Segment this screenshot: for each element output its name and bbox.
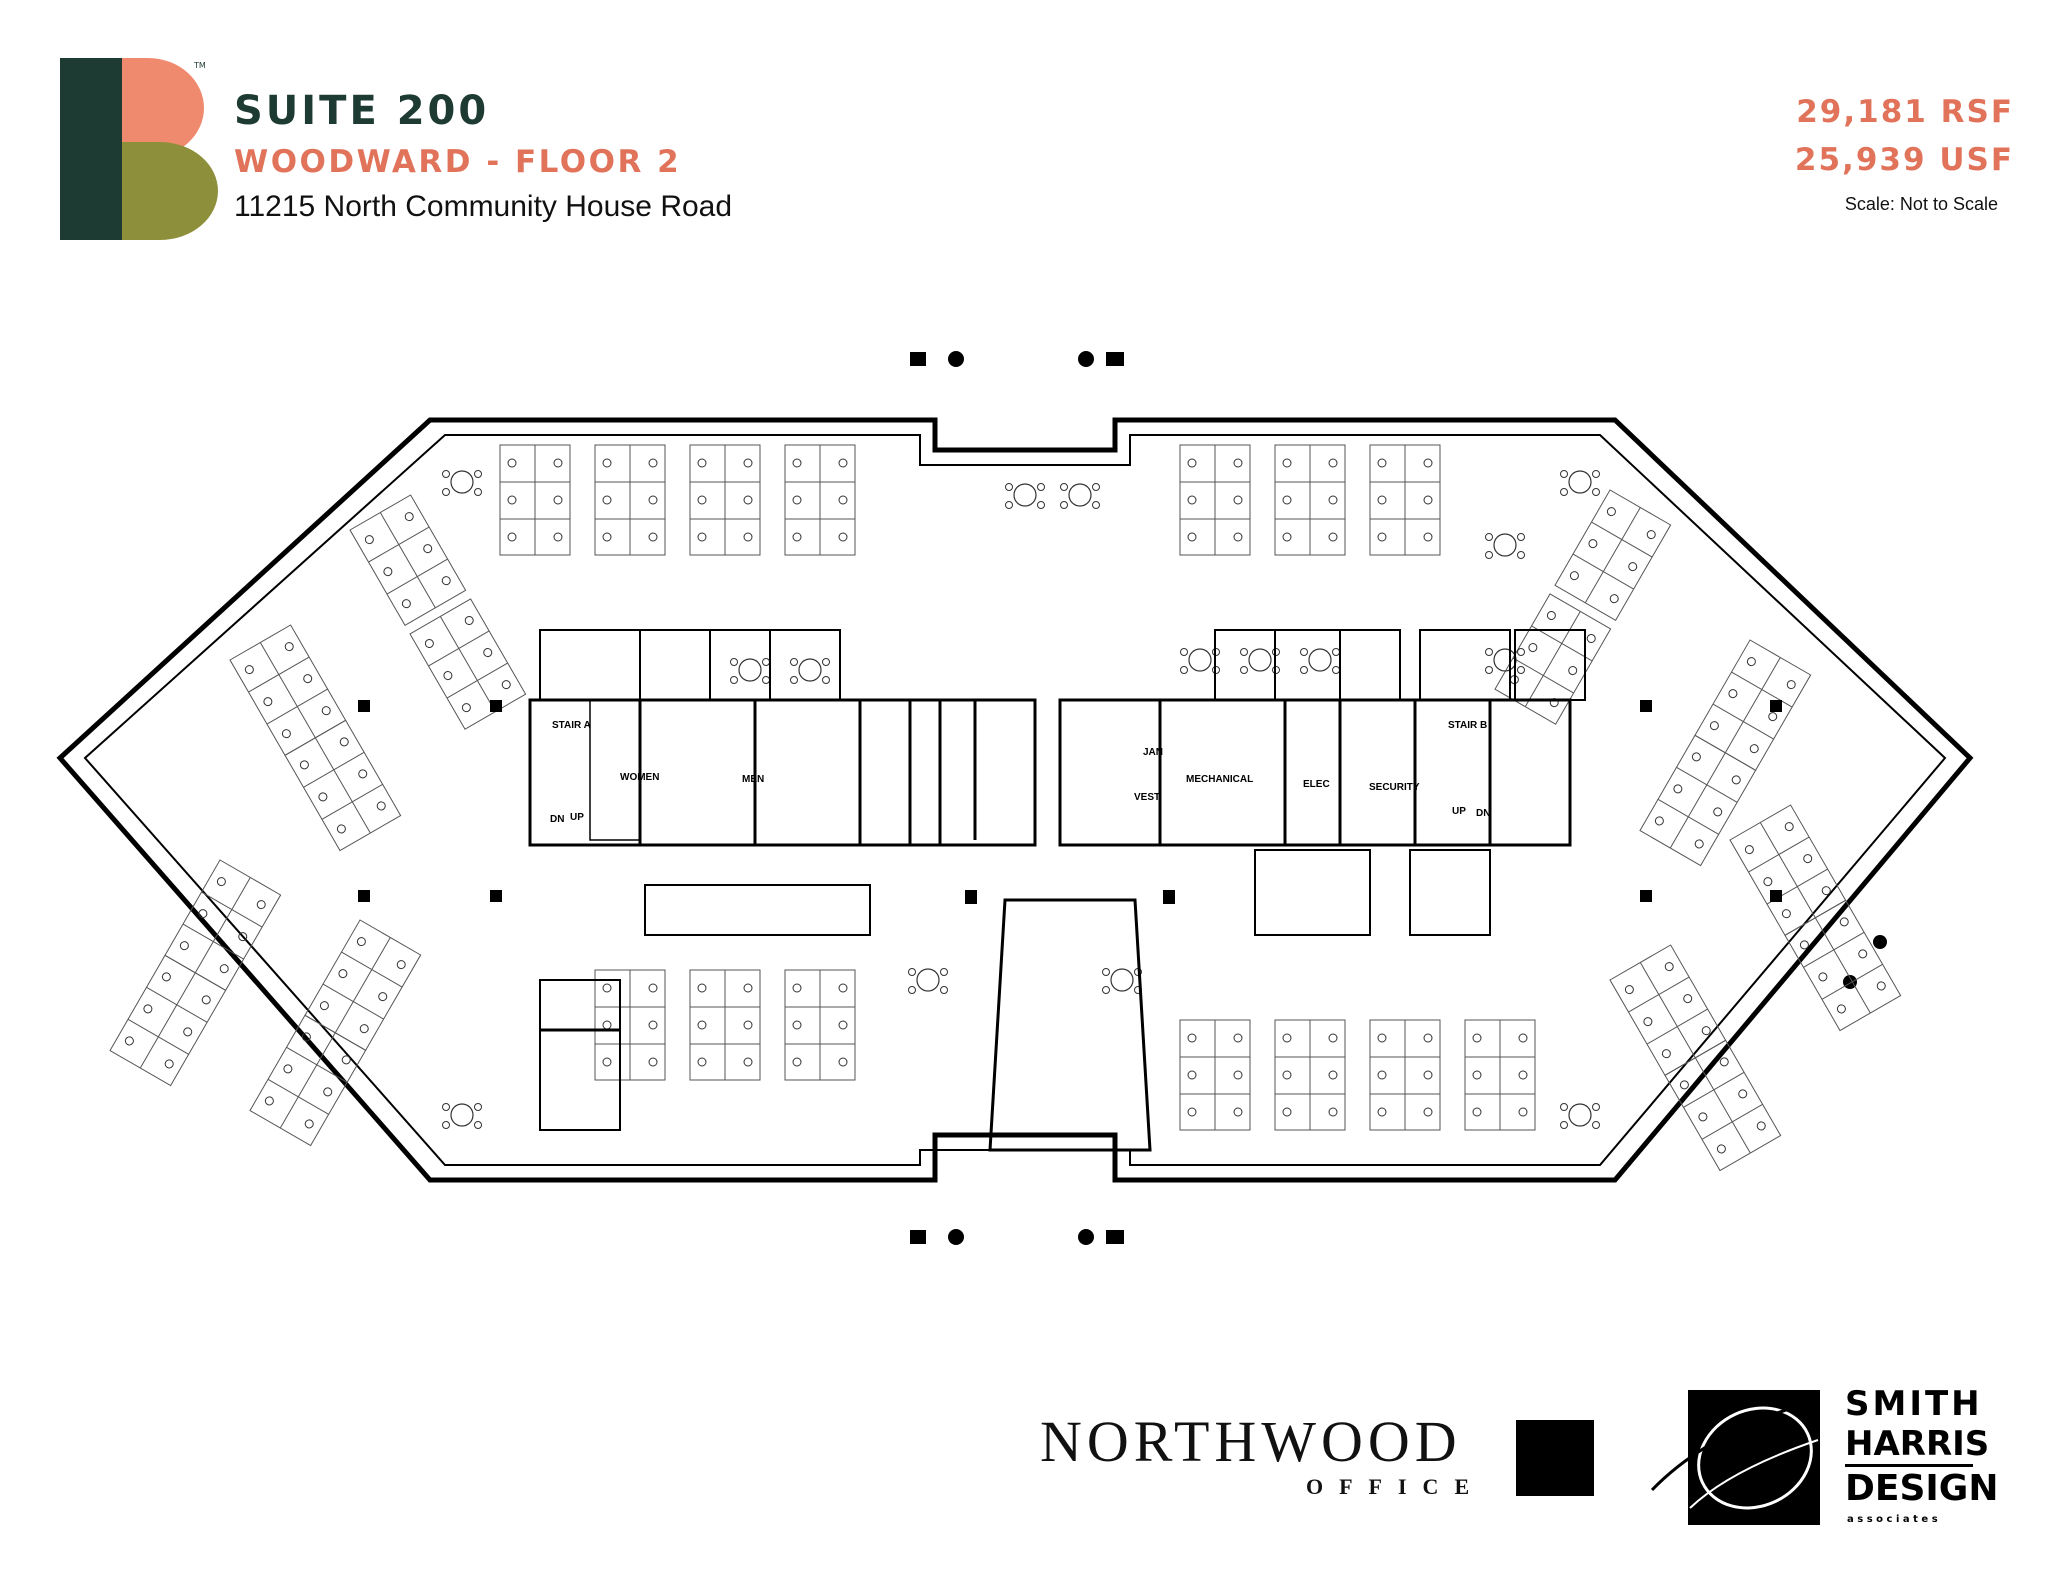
label-stair-b: STAIR B [1448,720,1487,731]
label-vest: VEST [1134,792,1160,803]
design-wordmark: DESIGN [1845,1468,1999,1509]
street-address: 11215 North Community House Road [234,190,733,223]
northwood-wordmark: NORTHWOOD [1040,1409,1462,1474]
svg-text:TM: TM [193,61,206,70]
smith-wordmark: SMITH [1845,1384,1983,1424]
smith-harris-globe-logo-icon [1650,1390,1820,1525]
label-elec: ELEC [1303,779,1330,790]
northwood-square-icon [1516,1420,1594,1496]
rentable-square-feet: 29,181 RSF [1796,94,2014,130]
floor-plan: STAIR A STAIR B WOMEN MEN JAN VEST MECHA… [56,351,1974,1245]
label-dn-b: DN [1476,808,1490,819]
suite-title: SUITE 200 [234,88,490,134]
label-up-b: UP [1452,806,1466,817]
label-jan: JAN [1143,747,1163,758]
brand-b-logo-icon: TM [60,58,218,240]
building-floor-title: WOODWARD - FLOOR 2 [234,144,682,180]
wordmark-divider [1845,1464,1973,1467]
label-up-a: UP [570,812,584,823]
label-men: MEN [742,774,764,785]
associates-wordmark: associates [1847,1514,1942,1525]
label-security: SECURITY [1369,782,1420,793]
northwood-office-subtitle: OFFICE [1306,1474,1486,1499]
label-dn-a: DN [550,814,564,825]
label-stair-a: STAIR A [552,720,591,731]
label-mechanical: MECHANICAL [1186,774,1253,785]
scale-note: Scale: Not to Scale [1844,194,1998,214]
label-women: WOMEN [620,772,659,783]
harris-wordmark: HARRIS [1845,1424,1990,1464]
usable-square-feet: 25,939 USF [1794,142,2014,178]
